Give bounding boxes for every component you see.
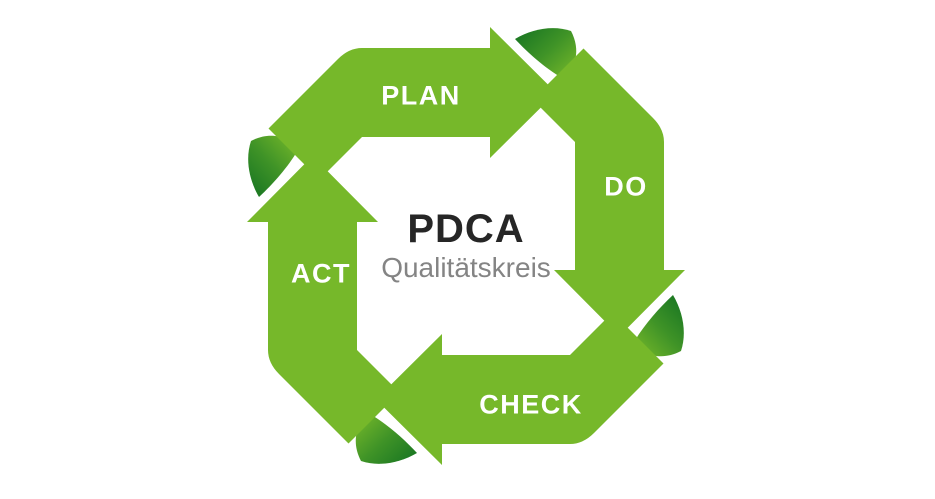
arrow-label-do: DO xyxy=(604,171,648,202)
diagram-center-text: PDCA Qualitätskreis xyxy=(316,207,616,284)
arrow-act xyxy=(247,156,417,464)
diagram-subtitle: Qualitätskreis xyxy=(381,252,551,283)
arrow-check xyxy=(376,295,684,465)
arrow-label-act: ACT xyxy=(291,258,351,289)
arrow-label-check: CHECK xyxy=(479,389,583,420)
arrow-label-plan: PLAN xyxy=(381,80,461,111)
arrow-plan xyxy=(248,27,557,197)
diagram-title: PDCA xyxy=(407,207,525,251)
arrow-do xyxy=(515,28,685,337)
